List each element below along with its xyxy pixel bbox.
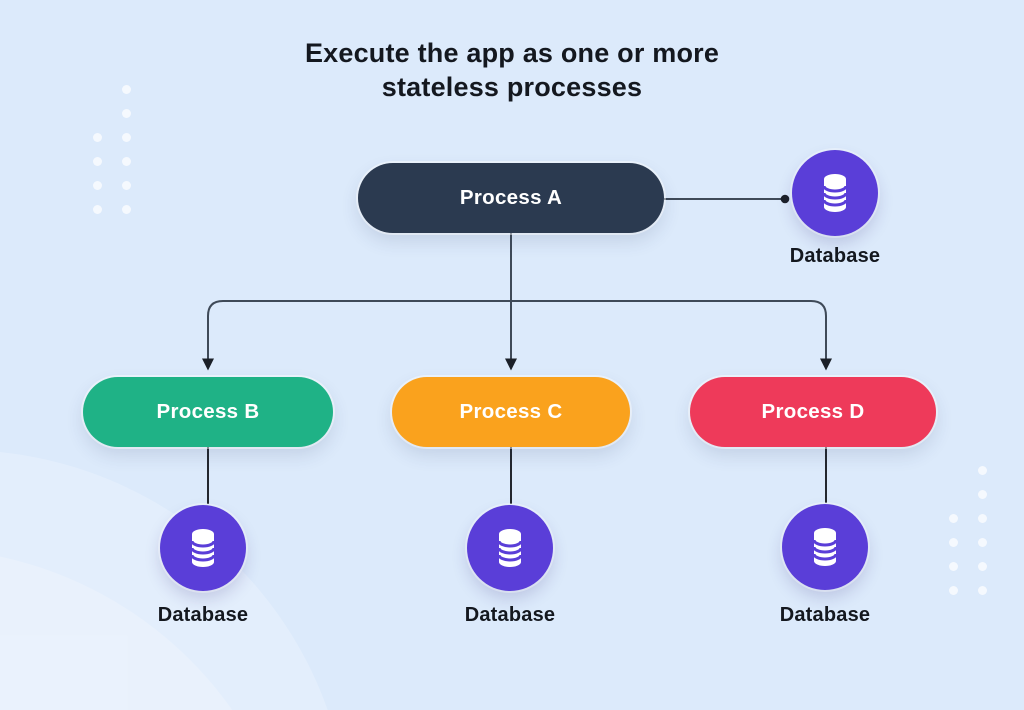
node-process-b: Process B bbox=[83, 377, 333, 447]
line-end-dot bbox=[780, 194, 790, 204]
pill-to-db-lines bbox=[207, 447, 827, 504]
database-label-d: Database bbox=[779, 604, 871, 626]
node-process-a: Process A bbox=[358, 163, 664, 233]
diagram-title: Execute the app as one or more stateless… bbox=[0, 36, 1024, 104]
dots-decoration-left bbox=[92, 132, 102, 214]
arrowhead-d bbox=[820, 358, 832, 371]
arrowhead-b bbox=[202, 358, 214, 371]
database-node-b bbox=[160, 505, 246, 591]
node-process-d: Process D bbox=[690, 377, 936, 447]
title-line-2: stateless processes bbox=[381, 72, 643, 102]
node-process-a-label: Process A bbox=[459, 186, 563, 209]
database-icon bbox=[190, 529, 216, 567]
arrowhead-c bbox=[505, 358, 517, 371]
title-line-1: Execute the app as one or more bbox=[304, 38, 720, 68]
node-process-d-label: Process D bbox=[761, 400, 865, 423]
node-process-b-label: Process B bbox=[156, 400, 260, 423]
dots-decoration-right bbox=[977, 465, 987, 595]
node-process-c-label: Process C bbox=[459, 400, 563, 423]
branch-line bbox=[207, 300, 827, 366]
database-node-top bbox=[792, 150, 878, 236]
dots-decoration-right bbox=[948, 513, 958, 595]
database-icon bbox=[497, 529, 523, 567]
dots-decoration-left bbox=[121, 84, 131, 214]
database-label-top: Database bbox=[789, 245, 881, 267]
database-label-c: Database bbox=[464, 604, 556, 626]
database-icon bbox=[812, 528, 838, 566]
database-icon bbox=[822, 174, 848, 212]
database-label-b: Database bbox=[157, 604, 249, 626]
database-node-c bbox=[467, 505, 553, 591]
arrowheads bbox=[202, 194, 832, 371]
node-process-c: Process C bbox=[392, 377, 630, 447]
database-node-d bbox=[782, 504, 868, 590]
branch-lines bbox=[207, 198, 827, 366]
